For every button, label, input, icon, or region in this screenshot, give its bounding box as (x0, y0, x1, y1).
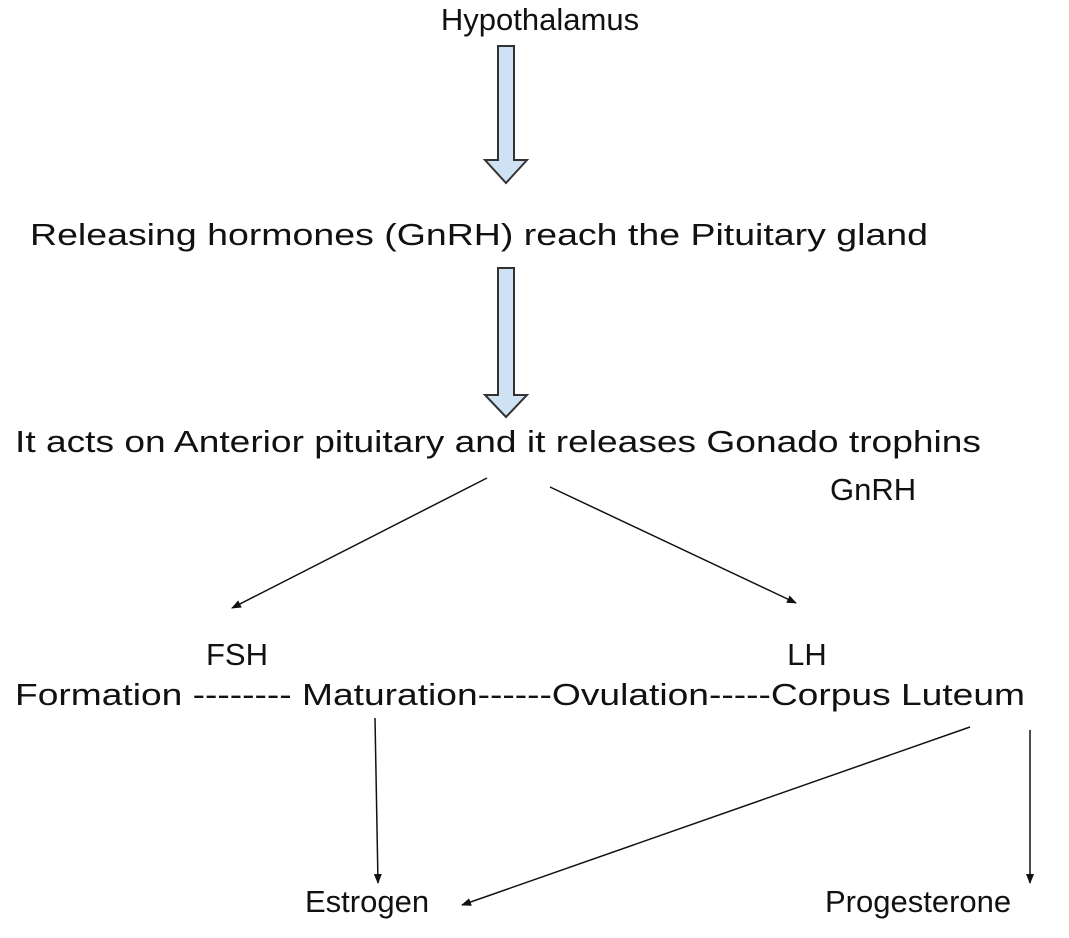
arrow-to-fsh (231, 477, 488, 609)
arrow-to-lh (549, 486, 797, 604)
node-anterior-pituitary: It acts on Anterior pituitary and it rel… (15, 424, 981, 459)
block-arrow-2 (482, 267, 530, 419)
node-lh: LH (787, 637, 827, 672)
label-gnrh: GnRH (830, 472, 916, 507)
node-progesterone: Progesterone (825, 884, 1011, 919)
arrow-corpus-luteum-estrogen (461, 726, 971, 906)
arrow-maturation-estrogen (373, 717, 382, 884)
node-fsh: FSH (206, 637, 268, 672)
node-releasing-hormones: Releasing hormones (GnRH) reach the Pitu… (30, 217, 928, 252)
node-hypothalamus: Hypothalamus (441, 2, 639, 37)
node-estrogen: Estrogen (305, 884, 429, 919)
block-arrow-1 (482, 45, 530, 185)
node-stages: Formation -------- Maturation------Ovula… (15, 677, 1025, 712)
